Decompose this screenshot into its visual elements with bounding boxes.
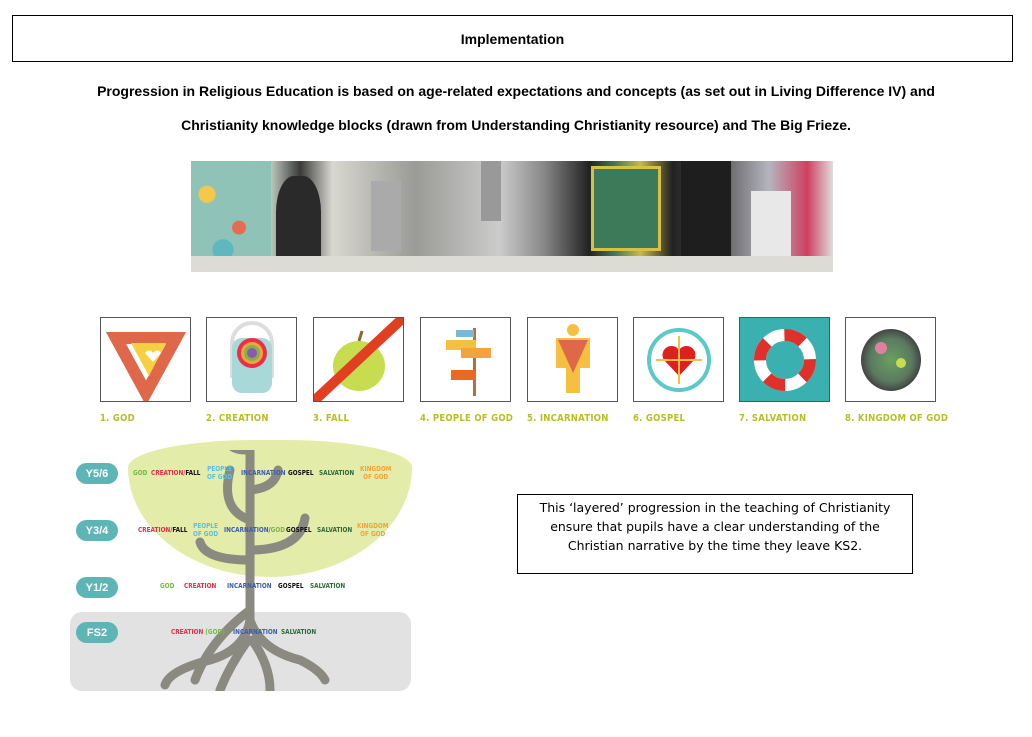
impossible-triangle-icon bbox=[100, 317, 191, 402]
concept-kingdom: KINGDOM OF GOD bbox=[357, 522, 389, 538]
stage-badge: Y3/4 bbox=[76, 520, 118, 541]
tree-concept-label: SALVATION bbox=[281, 628, 316, 636]
concept-label: 3. FALL bbox=[313, 413, 350, 424]
concept-people: PEOPLE OF GOD bbox=[207, 465, 233, 481]
tree-concept-label: SALVATION bbox=[319, 469, 354, 477]
lifebuoy-icon bbox=[739, 317, 830, 402]
tree-concept-label: INCARNATION bbox=[227, 582, 272, 590]
concept-incarnation: INCARNATION/ bbox=[224, 526, 271, 534]
tree-concept-label: CREATION (GOD) bbox=[171, 628, 225, 636]
concept-god: GOD bbox=[270, 526, 286, 534]
concept-creation: CREATION bbox=[171, 628, 206, 636]
tree-concept-label: GOD bbox=[133, 469, 147, 477]
concept-label: 5. INCARNATION bbox=[527, 413, 609, 424]
progression-note: This ‘layered’ progression in the teachi… bbox=[517, 494, 913, 574]
intro-line-1: Progression in Religious Education is ba… bbox=[97, 83, 935, 99]
stage-badge: FS2 bbox=[76, 622, 118, 643]
apple-hands-icon bbox=[313, 317, 404, 402]
concept-fall: FALL bbox=[172, 526, 188, 534]
signpost-icon bbox=[420, 317, 511, 402]
rainbow-creation-icon bbox=[206, 317, 297, 402]
concept-god: (GOD) bbox=[205, 628, 225, 636]
tree-trunk-roots bbox=[160, 450, 330, 691]
tree-concept-label: INCARNATION/GOD bbox=[224, 526, 285, 534]
concept-label: 2. CREATION bbox=[206, 413, 269, 424]
concept-label: 1. GOD bbox=[100, 413, 135, 424]
concept-salvation: SALVATION bbox=[281, 628, 317, 636]
tree-concept-label: CREATION/FALL bbox=[138, 526, 187, 534]
tree-concept-label: PEOPLE OF GOD bbox=[193, 522, 218, 538]
concept-salvation: SALVATION bbox=[319, 469, 355, 477]
tree-concept-label: INCARNATION bbox=[241, 469, 286, 477]
stage-badge: Y5/6 bbox=[76, 463, 118, 484]
concept-god: GOD bbox=[160, 582, 175, 590]
concept-salvation: SALVATION bbox=[317, 526, 353, 534]
concept-label: 7. SALVATION bbox=[739, 413, 807, 424]
concept-gospel: GOSPEL bbox=[278, 582, 304, 590]
tree-concept-label: GOSPEL bbox=[278, 582, 304, 590]
concept-label: 6. GOSPEL bbox=[633, 413, 686, 424]
concept-gospel: GOSPEL bbox=[286, 526, 312, 534]
tree-concept-label: GOSPEL bbox=[286, 526, 312, 534]
concept-incarnation: INCARNATION bbox=[241, 469, 286, 477]
concept-creation: CREATION bbox=[184, 582, 217, 590]
page-title: Implementation bbox=[12, 15, 1013, 62]
heart-arrows-icon bbox=[633, 317, 724, 402]
tree-concept-label: GOSPEL bbox=[288, 469, 314, 477]
concept-salvation: SALVATION bbox=[310, 582, 346, 590]
concept-creation: CREATION/ bbox=[138, 526, 173, 534]
tree-concept-label: PEOPLE OF GOD bbox=[207, 465, 232, 481]
intro-line-2: Christianity knowledge blocks (drawn fro… bbox=[181, 117, 851, 133]
figure-heart-icon bbox=[527, 317, 618, 402]
concept-incarnation: INCARNATION bbox=[227, 582, 272, 590]
tree-concept-label: SALVATION bbox=[310, 582, 345, 590]
big-frieze-image bbox=[191, 161, 833, 272]
globe-icon bbox=[845, 317, 936, 402]
stage-badge: Y1/2 bbox=[76, 577, 118, 598]
concept-gospel: GOSPEL bbox=[288, 469, 314, 477]
concept-label: 4. PEOPLE OF GOD bbox=[420, 413, 514, 424]
concept-fall: FALL bbox=[185, 469, 201, 477]
concept-incarnation: INCARNATION bbox=[233, 628, 278, 636]
concept-people: PEOPLE OF GOD bbox=[193, 522, 219, 538]
concept-creation: CREATION/ bbox=[151, 469, 186, 477]
tree-concept-label: INCARNATION bbox=[233, 628, 278, 636]
concept-kingdom: KINGDOM OF GOD bbox=[360, 465, 392, 481]
tree-concept-label: SALVATION bbox=[317, 526, 352, 534]
concept-label: 8. KINGDOM OF GOD bbox=[845, 413, 949, 424]
tree-concept-label: KINGDOM OF GOD bbox=[360, 465, 391, 481]
tree-concept-label: CREATION/FALL bbox=[151, 469, 200, 477]
tree-concept-label: GOD bbox=[160, 582, 174, 590]
tree-concept-label: CREATION bbox=[184, 582, 216, 590]
concept-god: GOD bbox=[133, 469, 148, 477]
tree-concept-label: KINGDOM OF GOD bbox=[357, 522, 388, 538]
